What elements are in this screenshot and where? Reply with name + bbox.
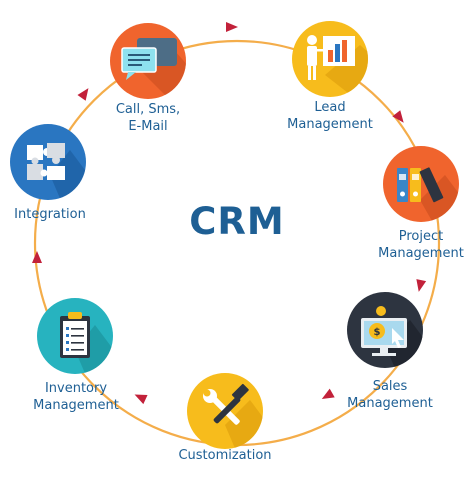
node-customization bbox=[187, 373, 263, 449]
label-customization: Customization bbox=[170, 447, 280, 464]
arrow-5 bbox=[134, 394, 148, 405]
node-inventory-management bbox=[37, 298, 113, 374]
label-line: Project bbox=[398, 229, 444, 244]
arrow-3 bbox=[416, 279, 427, 292]
label-call-sms-email: Call, Sms, E-Mail bbox=[98, 101, 198, 135]
arrow-6 bbox=[32, 251, 42, 263]
clipboard-checklist-icon bbox=[60, 312, 90, 358]
label-line: Lead bbox=[314, 100, 346, 115]
node-lead-management bbox=[292, 21, 368, 97]
monitor-dollar-icon: $ bbox=[361, 306, 407, 356]
diagram-title: CRM bbox=[189, 200, 285, 243]
arrow-2 bbox=[392, 110, 404, 123]
binders-icon bbox=[397, 167, 444, 203]
label-line: Call, Sms, bbox=[115, 102, 181, 117]
hammer-wrench-icon bbox=[203, 383, 249, 425]
label-line: Management bbox=[378, 246, 464, 261]
label-line: E-Mail bbox=[128, 119, 168, 134]
chat-bubbles-icon bbox=[121, 38, 177, 80]
label-sales-management: Sales Management bbox=[340, 378, 440, 412]
node-integration bbox=[10, 124, 86, 200]
presentation-board-icon bbox=[307, 35, 355, 80]
arrow-7 bbox=[77, 88, 89, 101]
node-call-sms-email bbox=[110, 23, 186, 99]
label-inventory-management: Inventory Management bbox=[26, 380, 126, 414]
label-project-management: Project Management bbox=[371, 228, 471, 262]
arrow-4 bbox=[321, 388, 335, 399]
label-line: Inventory bbox=[44, 381, 108, 396]
label-line: Integration bbox=[14, 207, 86, 222]
label-line: Management bbox=[347, 396, 433, 411]
node-sales-management: $ bbox=[347, 292, 423, 368]
cycle-arrows bbox=[32, 22, 427, 405]
puzzle-pieces-icon bbox=[27, 143, 65, 180]
label-line: Management bbox=[33, 398, 119, 413]
label-line: Sales bbox=[372, 379, 408, 394]
arrow-1 bbox=[226, 22, 238, 32]
svg-text:$: $ bbox=[374, 327, 381, 338]
label-lead-management: Lead Management bbox=[280, 99, 380, 133]
label-line: Management bbox=[287, 117, 373, 132]
label-line: Customization bbox=[178, 448, 272, 463]
label-integration: Integration bbox=[2, 206, 98, 223]
